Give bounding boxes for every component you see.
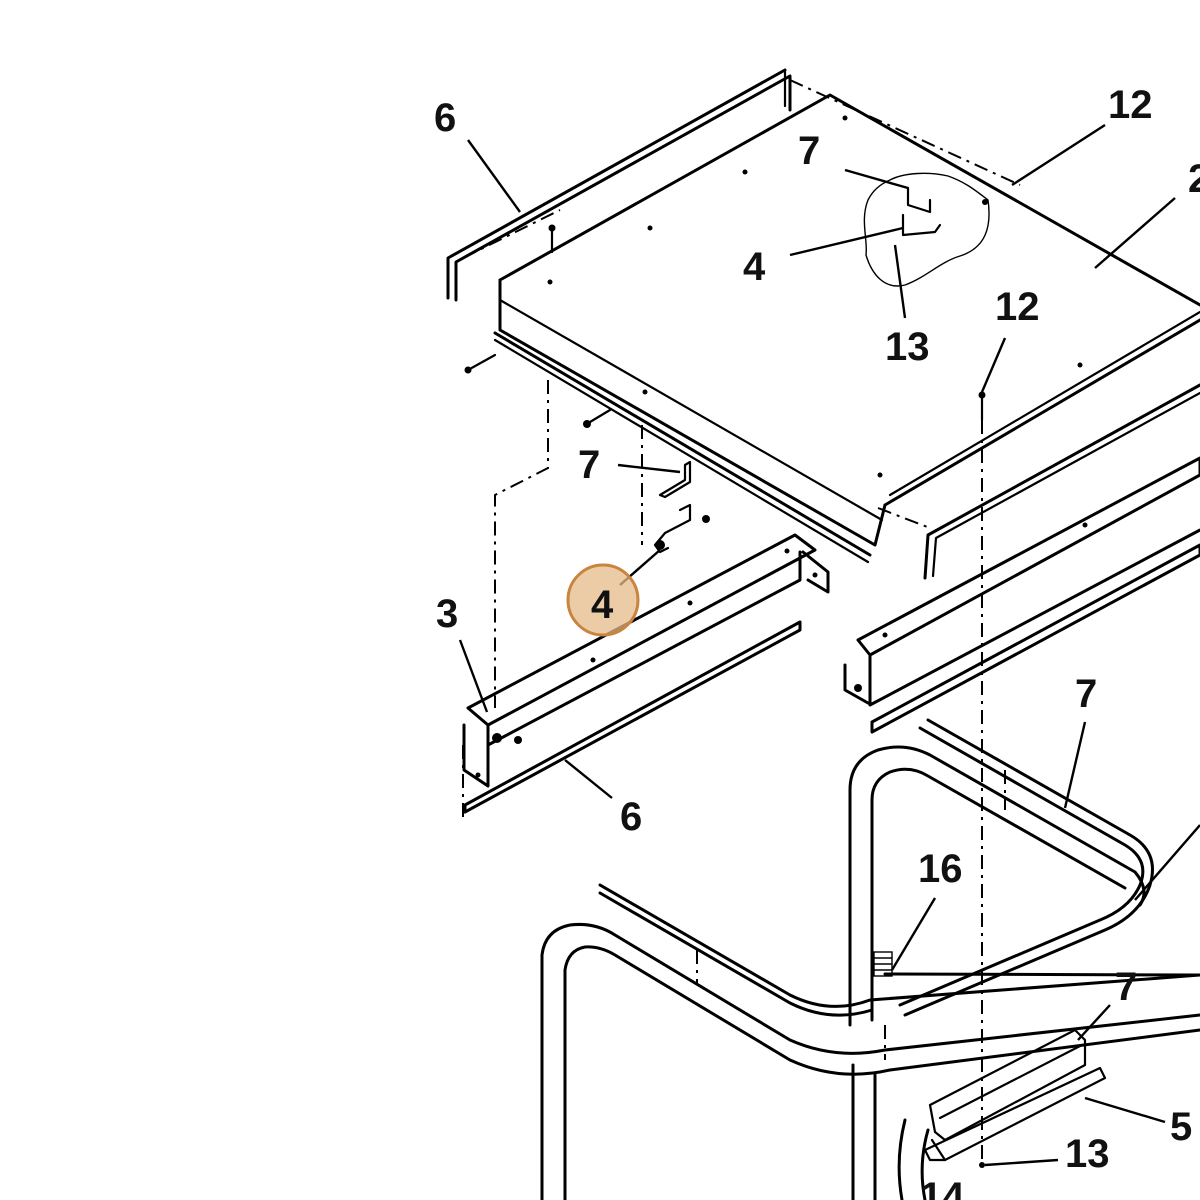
label-2-right: 2 [1188, 157, 1200, 201]
bottom-bracket [923, 1028, 1107, 1168]
label-14: 14 [920, 1175, 965, 1200]
label-3: 3 [436, 592, 458, 636]
channel-rail-right [843, 456, 1200, 734]
part-labels: 6 12 7 2 4 13 12 7 4 3 6 7 16 7 5 13 14 [434, 83, 1200, 1200]
cutaway-inset [863, 172, 990, 287]
label-4-top: 4 [743, 245, 766, 289]
label-13-top: 13 [885, 325, 930, 369]
leader-lines [458, 123, 1200, 1167]
channel-rail-left [462, 533, 830, 814]
trim-strip-top [446, 68, 792, 302]
roof-panel [498, 93, 1200, 547]
tube-frame-lower [540, 883, 1200, 1200]
front-edge-trim [493, 331, 872, 564]
label-5: 5 [1170, 1105, 1192, 1149]
highlight-circle [566, 563, 640, 637]
label-12-top: 12 [1108, 83, 1153, 127]
label-13-bottom: 13 [1065, 1132, 1110, 1176]
mounting-bracket [641, 425, 710, 554]
label-4-highlighted: 4 [591, 583, 614, 627]
label-12-mid: 12 [995, 285, 1040, 329]
fasteners [464, 224, 986, 428]
label-7-lower: 7 [1115, 965, 1137, 1009]
label-7-top: 7 [798, 129, 820, 173]
label-7-right: 7 [1075, 672, 1097, 716]
label-6-top: 6 [434, 96, 456, 140]
tube-frame-upper [848, 718, 1154, 1027]
label-7-mid: 7 [578, 443, 600, 487]
label-6-bottom: 6 [620, 795, 642, 839]
side-rail-right [923, 383, 1200, 580]
label-16: 16 [918, 847, 963, 891]
